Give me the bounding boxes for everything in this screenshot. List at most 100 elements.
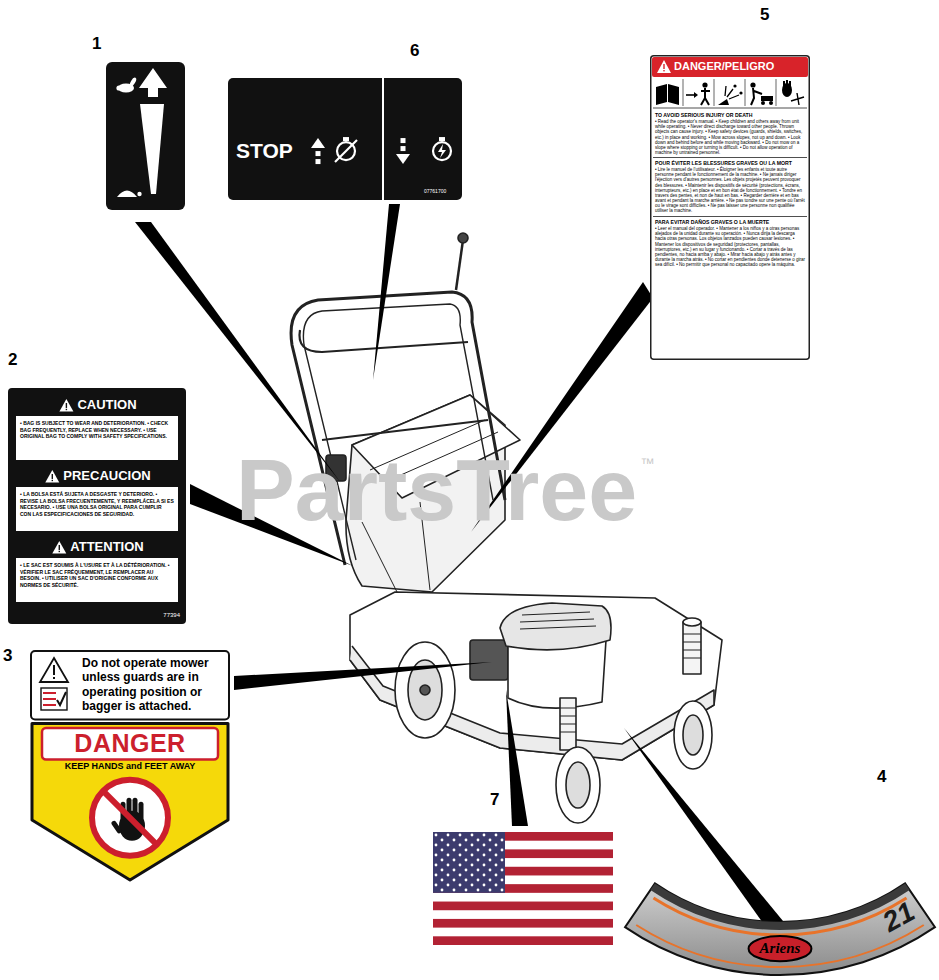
- danger-decal-art: [683, 79, 684, 106]
- danger-guard-decal-art: [31, 651, 229, 720]
- flag-decal: [433, 936, 613, 945]
- mower-drawing: [322, 420, 488, 440]
- caution-decal: CAUTION • BAG IS SUBJECT TO WEAR AND DETE…: [8, 388, 186, 624]
- part-number: 77394: [163, 612, 180, 619]
- speed-control-decal: [106, 62, 185, 210]
- mower-drawing: [299, 330, 468, 352]
- danger-guard-decal-art: [53, 677, 55, 679]
- danger-decal-art: [776, 79, 777, 106]
- text-slot: STOP: [236, 139, 306, 163]
- leader-line: [234, 662, 492, 690]
- caution-decal-art: [59, 399, 73, 412]
- danger-decal-art: [653, 216, 807, 217]
- stop-decal-art: [439, 137, 445, 141]
- text-slot: 77394: [116, 603, 180, 621]
- flag-decal: [433, 832, 505, 893]
- decal-text: STOP: [236, 139, 306, 163]
- mower-drawing: [458, 233, 468, 243]
- warning-body: KEEP HANDS and FEET AWAY: [44, 761, 216, 772]
- mower-drawing: [520, 612, 596, 629]
- mower-drawing: [470, 640, 508, 680]
- watermark: PartsTree: [236, 446, 637, 534]
- danger-decal-art: [769, 101, 773, 105]
- text-slot: 4: [877, 767, 886, 787]
- stop-decal-art: [335, 140, 357, 162]
- mower-drawing: [556, 747, 600, 823]
- danger-decal-art: [656, 84, 679, 105]
- text-slot: POUR ÉVITER LES BLESSURES GRAVES OU LA M…: [655, 160, 805, 166]
- flag-decal: [433, 902, 613, 911]
- stop-decal-art: [311, 138, 325, 148]
- flag-decal: [433, 832, 613, 945]
- warning-body: • Lire le manuel de l'utilisateur. • Élo…: [655, 167, 805, 214]
- danger-decal: DANGER/PELIGRO TO AVOID SERIOUS INJURY OR…: [650, 55, 810, 360]
- danger-decal-art: [725, 86, 739, 99]
- warning-body: • Leer el manual del operador. • Mantene…: [655, 226, 805, 267]
- mower-drawing: [420, 685, 430, 695]
- warning-body: • LA BOLSA ESTÁ SUJETA A DESGASTE Y DETE…: [16, 487, 178, 531]
- speed-control-decal: [117, 191, 137, 198]
- warning-heading: DANGER/PELIGRO: [674, 59, 806, 73]
- mower-drawing: [683, 715, 703, 755]
- section-heading: POUR ÉVITER LES BLESSURES GRAVES OU LA M…: [655, 160, 805, 166]
- stop-decal: STOP07761700: [228, 78, 462, 200]
- danger-decal-art: [750, 82, 755, 87]
- danger-decal-art: [694, 92, 698, 98]
- warning-heading: DANGER: [44, 730, 216, 758]
- flag-decal: [433, 832, 613, 945]
- brand-logo: Ariens: [760, 940, 801, 957]
- danger-guard-decal-art: [40, 658, 68, 682]
- caution-decal-art: [66, 409, 67, 410]
- stop-decal-art: [438, 144, 446, 158]
- speed-control-decal: [106, 62, 185, 210]
- danger-decal-art: [733, 84, 736, 87]
- mower-drawing: [683, 634, 701, 658]
- danger-guard-decal-art: [32, 724, 228, 880]
- warning-body: • LE SAC EST SOUMIS À L'USURE ET À LA DÉ…: [16, 558, 178, 602]
- danger-guard-decal-art: [53, 665, 55, 675]
- danger-decal-art: [656, 79, 804, 106]
- danger-decal-art: [652, 57, 808, 77]
- danger-decal-art: [663, 64, 664, 69]
- text-slot: Ariens: [735, 939, 825, 957]
- callout-number: 4: [877, 767, 886, 787]
- text-slot: PRECAUCION: [38, 466, 176, 484]
- text-slot: • Leer el manual del operador. • Mantene…: [655, 226, 805, 267]
- text-slot: • LA BOLSA ESTÁ SUJETA A DESGASTE Y DETE…: [16, 487, 178, 531]
- stop-decal-art: [401, 146, 406, 151]
- mower-drawing: [674, 701, 712, 769]
- callout-number: 6: [410, 41, 419, 61]
- mower-drawing: [560, 708, 576, 732]
- flag-decal: [433, 919, 613, 928]
- caution-decal-art: [52, 480, 53, 481]
- danger-decal-art: [791, 93, 804, 105]
- danger-guard-decal-art: [104, 792, 156, 844]
- warning-body: • BAG IS SUBJECT TO WEAR AND DETERIORATI…: [16, 416, 178, 460]
- text-slot: • BAG IS SUBJECT TO WEAR AND DETERIORATI…: [16, 416, 178, 460]
- mower-drawing: [500, 603, 611, 650]
- caution-decal-art: [45, 470, 59, 483]
- model-band-decal: 21Ariens: [620, 805, 939, 980]
- danger-decal-art: [761, 101, 765, 105]
- text-slot: 2: [8, 350, 17, 370]
- section-heading: TO AVOID SERIOUS INJURY OR DEATH: [655, 112, 805, 118]
- callout-number: 7: [490, 790, 499, 810]
- text-slot: CAUTION: [38, 395, 176, 413]
- text-slot: TO AVOID SERIOUS INJURY OR DEATH: [655, 112, 805, 118]
- text-slot: DANGER/PELIGRO: [674, 59, 806, 73]
- text-slot: 3: [3, 646, 12, 666]
- danger-decal-art: [714, 79, 715, 106]
- callout-number: 3: [3, 646, 12, 666]
- danger-guard-decal-art: [133, 798, 138, 816]
- mower-drawing: [456, 240, 463, 290]
- danger-decal-art: [653, 157, 807, 158]
- section-heading: PARA EVITAR DAÑOS GRAVES O LA MUERTE: [655, 219, 805, 225]
- mower-drawing: [395, 642, 455, 738]
- mower-drawing: [683, 622, 701, 674]
- danger-decal-art: [789, 81, 791, 87]
- speed-control-decal: [137, 192, 141, 196]
- speed-control-decal: [139, 68, 167, 97]
- speed-control-decal: [140, 104, 164, 194]
- danger-guard-decal-art: [139, 802, 144, 820]
- callout-number: 2: [8, 350, 17, 370]
